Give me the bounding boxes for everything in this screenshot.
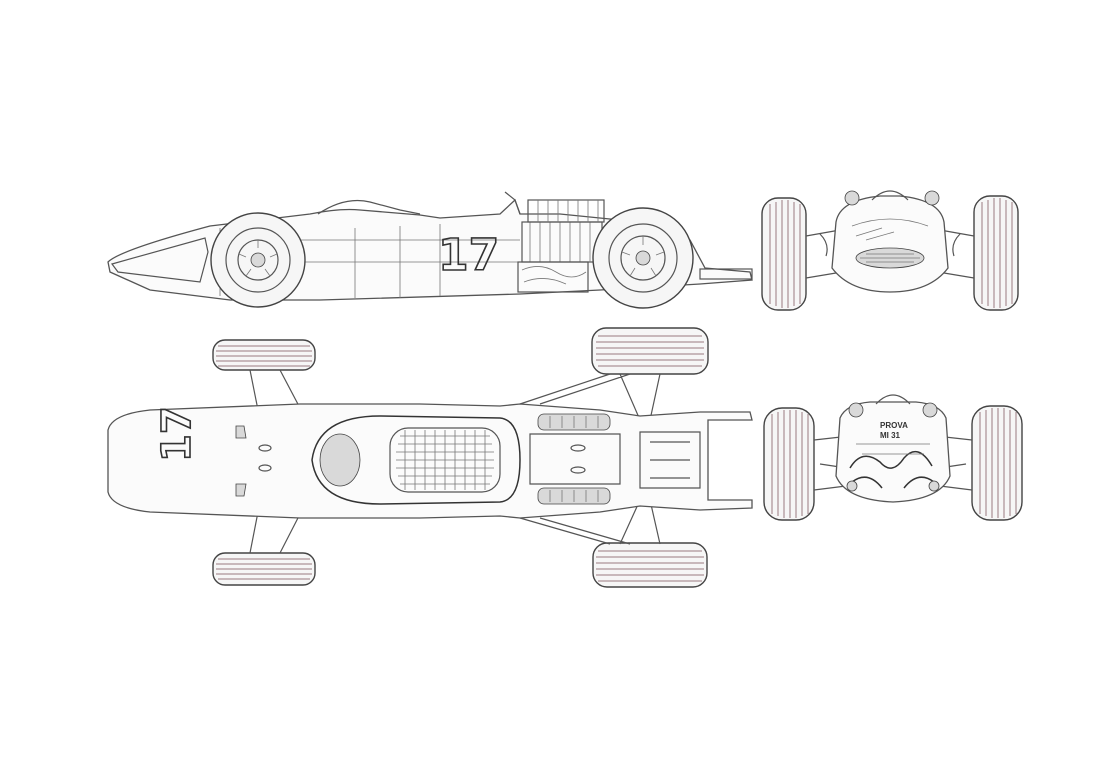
side-view-race-number: 17 — [438, 230, 499, 281]
side-view-exhaust — [699, 268, 753, 280]
side-view-panel-lines — [219, 224, 520, 298]
rear-view-suspension — [813, 435, 973, 491]
rear-view-left-tire — [763, 407, 815, 521]
top-view-body — [107, 403, 753, 519]
front-view-suspension — [805, 229, 975, 279]
rear-view-left-mirror — [848, 402, 864, 418]
side-view: 17 — [107, 191, 753, 309]
front-view-right-tire — [973, 195, 1019, 311]
top-view-gearbox — [639, 431, 701, 489]
rear-view-right-tire — [971, 405, 1023, 521]
side-view-engine — [517, 199, 605, 293]
front-view-right-mirror — [924, 190, 940, 206]
top-view-seat — [389, 427, 501, 493]
top-view-race-number: 17 — [154, 406, 200, 462]
side-view-windscreen — [317, 199, 421, 215]
top-view-cockpit — [311, 415, 521, 505]
rear-view-plate-line2: MI 31 — [880, 431, 901, 440]
rear-view-plate-line1: PROVA — [880, 421, 908, 430]
rear-view-rollhoop — [875, 394, 911, 405]
side-view-nose-intake — [110, 237, 209, 283]
side-view-rollbar — [504, 191, 521, 215]
side-view-rear-wheel — [592, 207, 694, 309]
top-view-nose-fins — [235, 425, 247, 497]
top-view-engine-cover — [529, 433, 621, 485]
front-view-left-mirror — [844, 190, 860, 206]
top-view-left-intake-bank — [537, 413, 611, 431]
rear-view-exhaust-pipes — [849, 450, 935, 489]
rear-view-right-tailpipe — [928, 480, 940, 492]
rear-view-right-mirror — [922, 402, 938, 418]
top-view-steering-wheel — [319, 433, 361, 487]
top-view-front-left-wheel — [212, 339, 316, 371]
rear-view-left-tailpipe — [846, 480, 858, 492]
top-view-fastener-2 — [258, 464, 272, 472]
top-view-fastener-1 — [258, 444, 272, 452]
top-view-front-right-wheel — [212, 552, 316, 586]
front-view-left-tire — [761, 197, 807, 311]
side-view-front-wheel — [210, 212, 306, 308]
front-view-windscreen — [851, 218, 929, 241]
rear-view: PROVA MI 31 — [763, 394, 1023, 521]
top-view: 17 — [107, 327, 753, 588]
front-view — [761, 190, 1019, 311]
front-view-rollhoop — [871, 190, 909, 201]
top-view-right-intake-bank — [537, 487, 611, 505]
top-view-suspension — [249, 369, 661, 554]
top-view-rear-right-wheel — [592, 542, 708, 588]
front-view-body — [831, 195, 949, 293]
top-view-rear-left-wheel — [591, 327, 709, 375]
